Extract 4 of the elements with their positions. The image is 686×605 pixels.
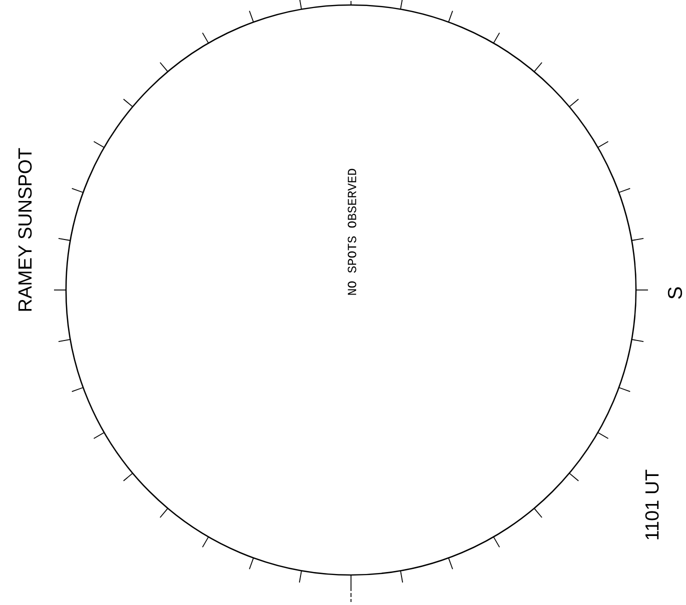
title-text: RAMEY SUNSPOT [18,148,32,311]
direction-label: S [668,287,682,299]
status-text: NO SPOTS OBSERVED [348,168,356,295]
time-label: 1101 UT [645,470,659,540]
